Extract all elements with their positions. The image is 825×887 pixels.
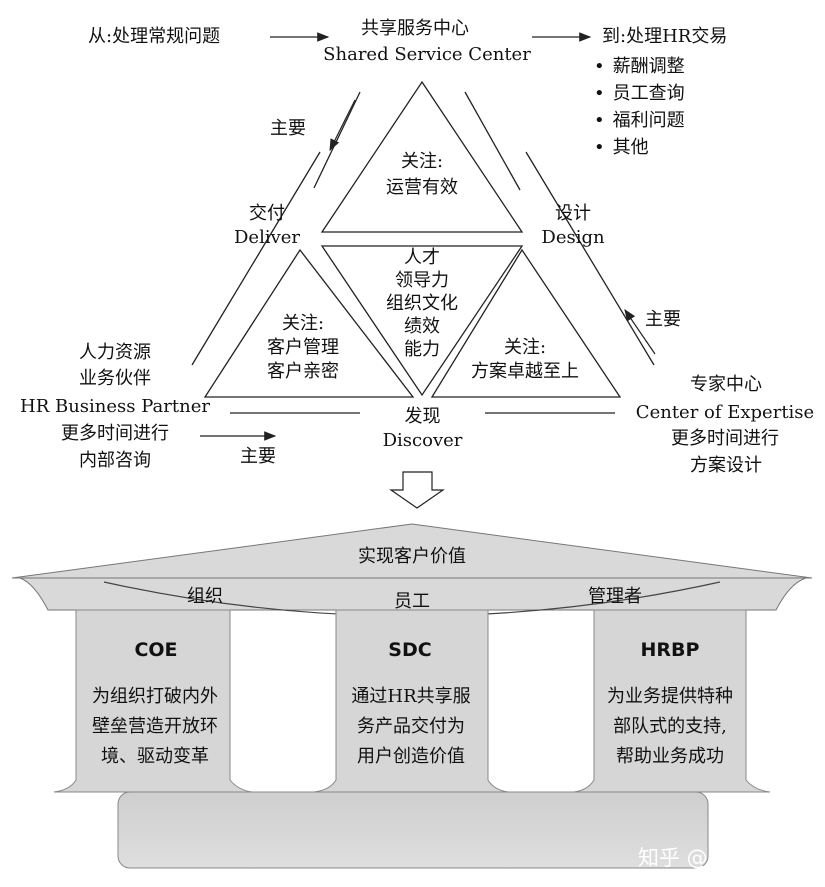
down-arrow-icon [389, 471, 445, 509]
to-item: 员工查询 [594, 80, 685, 107]
sdc-title-en: Shared Service Center [323, 44, 531, 65]
deliver-en: Deliver [233, 227, 301, 248]
center-item: 人才 [404, 247, 440, 268]
right-focus-2: 方案卓越至上 [471, 361, 579, 382]
triangle-framework [191, 80, 655, 414]
coe-line-3: 更多时间进行 [671, 428, 779, 449]
design-en: Design [541, 227, 605, 248]
pillar-coe-title: COE [134, 639, 178, 661]
beam-label-manager: 管理者 [588, 586, 642, 607]
top-focus-2: 运营有效 [386, 177, 458, 198]
hrbp-line-4: 更多时间进行 [61, 423, 169, 444]
coe-line-2: Center of Expertise [635, 402, 815, 423]
hrbp-line-2: 业务伙伴 [79, 368, 151, 389]
beam-label-employee: 员工 [394, 591, 430, 612]
to-item: 福利问题 [594, 107, 685, 134]
building-graphics [11, 523, 813, 869]
center-item: 组织文化 [386, 293, 458, 314]
pillar-sdc-title: SDC [388, 639, 432, 661]
to-items-list: 薪酬调整 员工查询 福利问题 其他 [594, 53, 685, 161]
main-label-coe: 主要 [645, 309, 681, 330]
pillar-coe-line: 壁垒营造开放环 [92, 716, 218, 737]
hrbp-line-1: 人力资源 [79, 342, 151, 363]
coe-line-1: 专家中心 [690, 374, 762, 395]
outer-left-bar [191, 151, 321, 366]
left-focus-3: 客户亲密 [267, 361, 339, 382]
main-label-sdc: 主要 [270, 118, 306, 139]
top-focus-1: 关注: [400, 151, 444, 172]
pillar-hrbp-line: 帮助业务成功 [616, 746, 724, 767]
from-label: 从:处理常规问题 [88, 26, 221, 47]
center-item: 领导力 [395, 270, 449, 291]
hrbp-line-5: 内部咨询 [79, 450, 151, 471]
pillar-coe-line: 境、驱动变革 [101, 746, 209, 767]
top-triangle [320, 80, 524, 233]
roof-label: 实现客户价值 [358, 546, 466, 567]
left-triangle [203, 248, 415, 398]
center-item: 绩效 [404, 316, 440, 337]
deliver-cn: 交付 [249, 203, 285, 224]
arrow-main-sdc [329, 99, 356, 152]
coe-line-4: 方案设计 [690, 455, 762, 476]
to-item: 薪酬调整 [594, 53, 685, 80]
right-triangle [430, 248, 622, 398]
pillar-hrbp-line: 部队式的支持, [613, 716, 727, 737]
sdc-title-cn: 共享服务中心 [361, 18, 469, 39]
pillar-sdc-line: 用户创造价值 [357, 746, 465, 767]
right-focus-1: 关注: [503, 337, 547, 358]
left-focus-2: 客户管理 [267, 337, 339, 358]
discover-en: Discover [382, 430, 463, 451]
pillar-coe-line: 为组织打破内外 [92, 686, 218, 707]
pillar-hrbp [573, 609, 771, 793]
pillar-hrbp-line: 为业务提供特种 [607, 686, 733, 707]
beam-label-org: 组织 [187, 586, 223, 607]
pillar-sdc-line: 务产品交付为 [357, 716, 465, 737]
center-item: 能力 [404, 339, 440, 360]
discover-cn: 发现 [404, 406, 441, 427]
center-inverted-triangle [320, 245, 524, 397]
arrow-main-coe [624, 309, 656, 355]
outer-right-bar-top [464, 91, 521, 191]
to-item: 其他 [594, 134, 685, 161]
hrbp-line-3: HR Business Partner [20, 396, 210, 417]
to-label: 到:处理HR交易 [602, 26, 728, 47]
left-focus-1: 关注: [281, 313, 325, 334]
base-block [117, 791, 709, 869]
design-cn: 设计 [555, 203, 591, 224]
outer-right-bar [525, 151, 655, 366]
pillar-sdc-line: 通过HR共享服 [351, 686, 471, 707]
outer-left-bar-top [313, 91, 361, 189]
arrows [200, 32, 656, 441]
pillar-hrbp-title: HRBP [640, 639, 700, 661]
watermark: 知乎 @marviin [638, 846, 788, 870]
main-label-hrbp: 主要 [240, 446, 276, 467]
